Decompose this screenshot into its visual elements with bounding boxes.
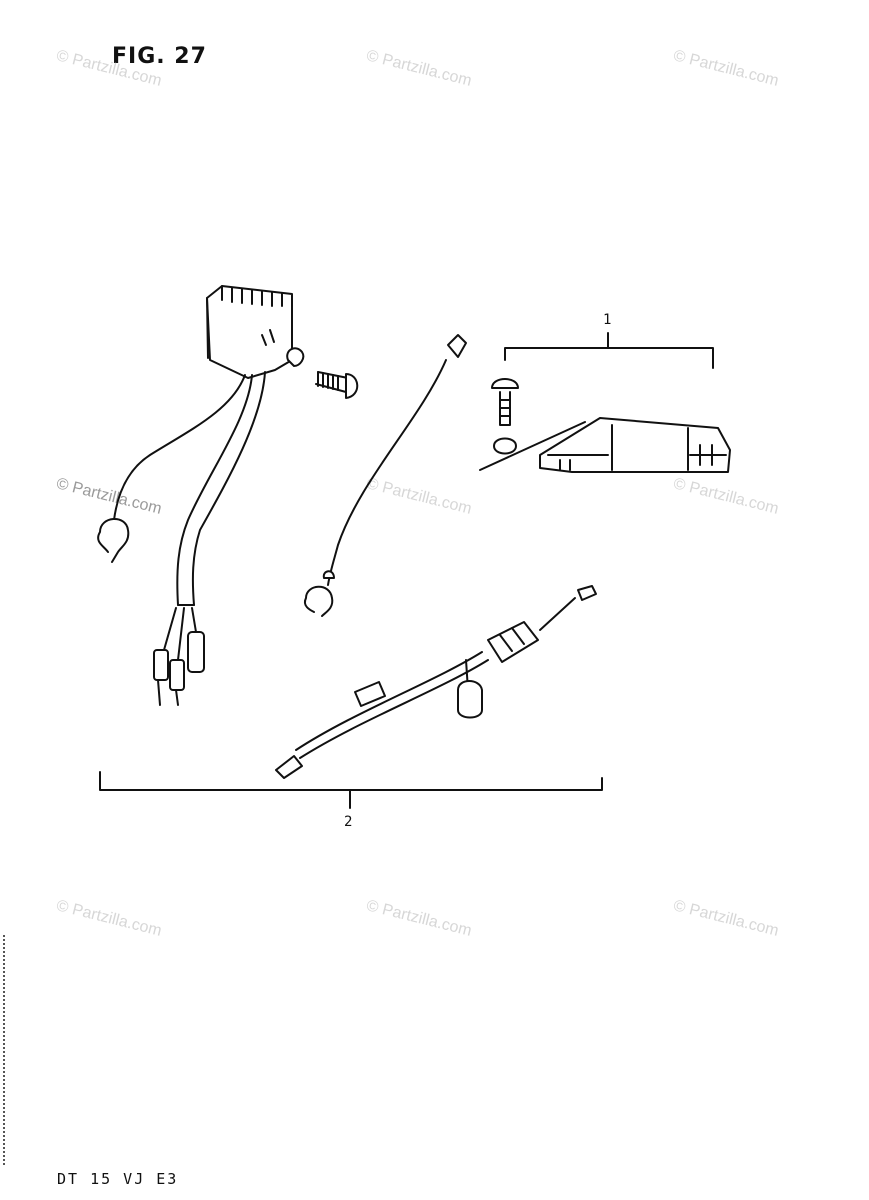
ground-lead	[304, 334, 467, 617]
scan-edge	[3, 935, 7, 1165]
cdi-unit	[479, 378, 731, 473]
figure-title: FIG. 27	[112, 44, 207, 69]
model-code: DT 15 VJ E3	[57, 1170, 179, 1188]
callout-2-label: 2	[344, 814, 353, 830]
callout-1-bracket	[504, 332, 714, 369]
callout-1-label: 1	[603, 312, 612, 328]
callout-2-bracket	[99, 771, 603, 809]
washer-and-bolt	[286, 347, 359, 399]
rectifier-regulator	[97, 285, 293, 706]
lead-wire-assy	[275, 585, 597, 779]
